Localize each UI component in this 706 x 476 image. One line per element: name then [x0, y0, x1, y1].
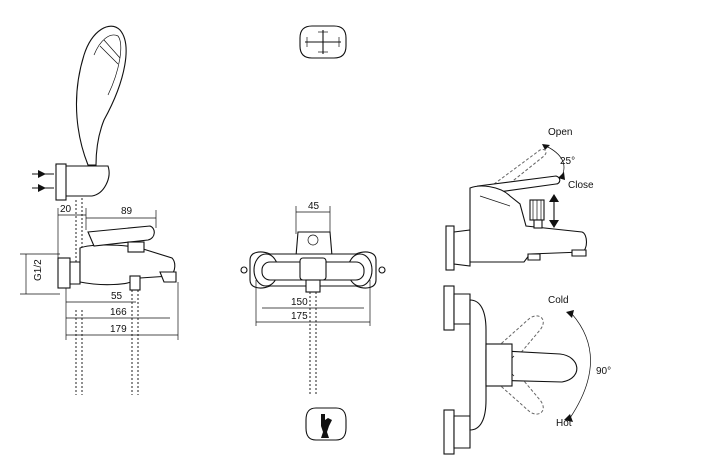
cross-handle-icon [299, 25, 347, 59]
dim-175-label: 175 [291, 311, 308, 322]
open-label: Open [548, 127, 572, 138]
front-view: 45 150 175 [240, 201, 386, 395]
close-label: Close [568, 180, 594, 191]
turn-view: Cold 90° Hot [443, 285, 611, 455]
angle-90-label: 90° [596, 366, 611, 377]
dim-45-label: 45 [308, 201, 320, 212]
cold-label: Cold [548, 295, 569, 306]
thread-label: G1/2 [33, 259, 44, 281]
wrench-icon [305, 407, 347, 441]
dim-179-label: 179 [110, 324, 127, 335]
wall-connector [57, 257, 81, 289]
angle-25-label: 25° [560, 156, 575, 167]
dim-166-label: 166 [110, 307, 127, 318]
mixer-body [79, 225, 177, 291]
side-view: 20 89 G1/2 55 166 179 [20, 25, 179, 395]
hot-label: Hot [556, 418, 572, 429]
dim-55-label: 55 [111, 291, 123, 302]
lift-view: Open 25° Close [445, 127, 594, 271]
shower-holder [32, 163, 110, 201]
hand-shower [75, 25, 127, 166]
dim-150-label: 150 [291, 297, 308, 308]
dim-20-label: 20 [60, 204, 72, 215]
dim-89-label: 89 [121, 206, 133, 217]
